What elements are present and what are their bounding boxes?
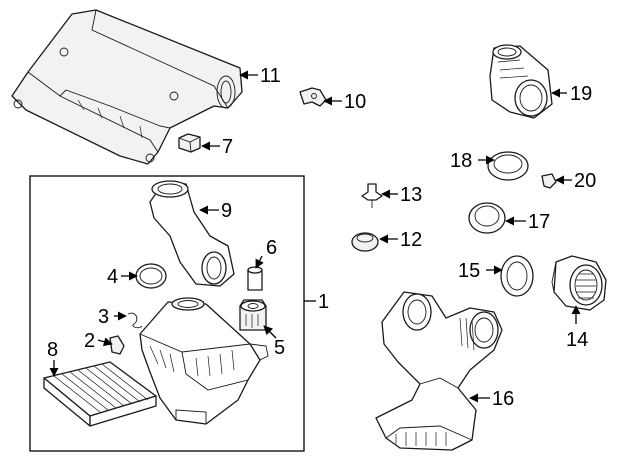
- mass-air-flow-sensor-part: [551, 255, 607, 311]
- callout-20: 20: [574, 170, 596, 192]
- o-ring-part: [135, 263, 167, 289]
- callout-1: 1: [318, 291, 329, 313]
- callout-8: 8: [47, 339, 58, 361]
- sleeve-part: [247, 266, 263, 291]
- push-pin-part: [361, 183, 383, 208]
- callout-11: 11: [260, 65, 281, 87]
- callout-12: 12: [400, 229, 422, 251]
- callout-13: 13: [400, 184, 422, 206]
- ring-17-part: [468, 202, 506, 234]
- callout-3: 3: [98, 306, 109, 328]
- callout-6: 6: [266, 237, 277, 259]
- ring-15-part: [500, 255, 534, 297]
- intake-duct-part: [375, 291, 503, 451]
- engine-cover-part: [11, 9, 243, 165]
- callout-7: 7: [222, 136, 233, 158]
- wire-clip-part: [127, 312, 143, 329]
- callout-10: 10: [344, 91, 366, 113]
- clamp-18-part: [487, 151, 529, 181]
- callout-18: 18: [450, 150, 472, 172]
- callout-2: 2: [84, 330, 95, 352]
- callout-4: 4: [107, 266, 118, 288]
- callout-15: 15: [458, 260, 480, 282]
- callout-19: 19: [570, 83, 592, 105]
- bracket-2-part: [109, 335, 125, 355]
- filter-element-part: [43, 361, 157, 427]
- callout-17: 17: [528, 211, 550, 233]
- bracket-part: [299, 87, 327, 107]
- callout-labels: 11 7 10 19 18 20 13 12 17 15 14 16 9 4 6…: [47, 65, 596, 410]
- intake-boot-part: [489, 44, 553, 119]
- leader-lines: [49, 70, 581, 403]
- callout-14: 14: [566, 329, 588, 351]
- callout-9: 9: [221, 200, 232, 222]
- air-cleaner-housing-part: [139, 297, 269, 425]
- mount-part: [239, 299, 267, 331]
- assembly-box: [29, 175, 305, 452]
- callout-5: 5: [274, 337, 285, 359]
- intake-tube-part: [149, 180, 235, 287]
- grommet-part: [351, 232, 379, 252]
- callout-16: 16: [492, 388, 514, 410]
- fitting-20-part: [541, 173, 557, 189]
- clip-part: [178, 133, 201, 153]
